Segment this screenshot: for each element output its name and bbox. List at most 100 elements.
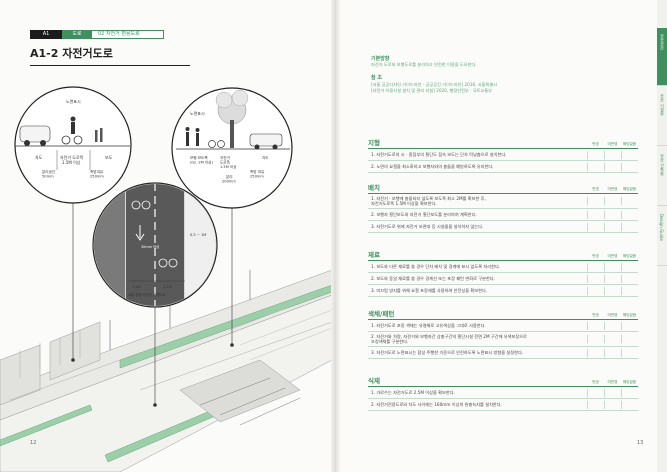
right-page-number: 13 [637, 440, 644, 446]
checkbox-cell[interactable] [587, 274, 604, 283]
checklist-cells [587, 162, 638, 171]
checklist-cells [587, 400, 638, 409]
checkbox-cell[interactable] [587, 400, 604, 409]
circle-section-center [92, 182, 218, 308]
checkbox-cell[interactable] [621, 400, 638, 409]
checkbox-cell[interactable] [621, 286, 638, 295]
breadcrumb-chapter[interactable]: A1 [30, 30, 62, 39]
checkbox-cell[interactable] [587, 150, 604, 159]
checkbox-cell[interactable] [604, 286, 621, 295]
checkbox-cell[interactable] [604, 150, 621, 159]
left-circle-label-road: 차도 [35, 154, 43, 160]
intro-text: 자전거 도로와 보행도로를 분리하고 안전한 이용을 도모한다. [371, 62, 477, 67]
checkbox-cell[interactable] [621, 321, 638, 330]
left-circle-top-label: 노면표시 [66, 98, 81, 104]
right-circle-top-text: 노면표시 [190, 110, 205, 116]
checkbox-cell[interactable] [604, 400, 621, 409]
column-header: 해당없음 [622, 142, 637, 146]
checkbox-cell[interactable] [604, 274, 621, 283]
column-header: 반영 [592, 313, 599, 317]
checklist-row-text: 3. 미끄럼 방지를 위해 요철 포장재를 사용하여 안전성을 확보한다. [371, 287, 488, 293]
breadcrumb-topic[interactable]: 02 자전거 편용도로 [92, 30, 164, 39]
center-circle-label-buffer: 0.5 ~ 1M [190, 233, 206, 237]
checkbox-cell[interactable] [587, 348, 604, 357]
checklist-cells [587, 348, 638, 357]
checklist-row: 3. 미끄럼 방지를 위해 요철 포장재를 사용하여 안전성을 확보한다. [368, 285, 638, 297]
breadcrumb-section[interactable]: 도로 [62, 30, 92, 39]
checkbox-cell[interactable] [621, 162, 638, 171]
checklist-row-text: 2. 보행자 횡단보도와 자전거 횡단보도를 분리하여 계획한다. [371, 211, 477, 217]
section-title: 지형 [368, 139, 380, 147]
checklist-row: 1. 자전거 · 보행에 충돌되지 않도록 보도폭 최소 2M를 확보한 후, … [368, 194, 638, 209]
checkbox-cell[interactable] [604, 197, 621, 205]
checklist-row: 1. 자전거도로의 시 · 종점부의 횡단도 접속 보도는 단차 턱낮춤으로 설… [368, 149, 638, 161]
page-title: A1-2 자전거도로 [30, 45, 190, 66]
checkbox-cell[interactable] [587, 210, 604, 219]
checkbox-cell[interactable] [604, 388, 621, 397]
side-tab-public-space[interactable]: 공공공간 [657, 28, 667, 86]
checkbox-cell[interactable] [604, 162, 621, 171]
side-tab-public-facilities[interactable]: 공공 시설물 [657, 88, 667, 146]
side-tabs: 공공공간 공공 시설물 공공 건축물 Design Guide [657, 0, 667, 472]
center-circle-label-30mm: 30mm 이상 [141, 244, 159, 249]
checkbox-cell[interactable] [621, 210, 638, 219]
checkbox-cell[interactable] [587, 262, 604, 271]
checkbox-cell[interactable] [587, 162, 604, 171]
checkbox-cell[interactable] [604, 348, 621, 357]
right-circle-label-walk: 보행 보도폭(Gs. 2M 이상) [190, 155, 213, 165]
left-circle-bikelane-line1: 자전거 도로폭 [60, 154, 84, 160]
checkbox-cell[interactable] [587, 321, 604, 330]
checklist-row: 3. 자전거도로 노면표시는 합성 주행한 기준으로 안전하도록 노면표시 방향… [368, 347, 638, 359]
side-tab-design-guide[interactable]: Design Guide [657, 208, 667, 266]
checkbox-cell[interactable] [621, 150, 638, 159]
page-gutter [331, 0, 341, 472]
checkbox-cell[interactable] [604, 335, 621, 343]
checkbox-cell[interactable] [587, 286, 604, 295]
checkbox-cell[interactable] [604, 262, 621, 271]
checklist-row: 2. 노면의 요철을 최소화하고 보행자와의 충돌을 예방하도록 유지한다. [368, 161, 638, 173]
side-tab-public-buildings[interactable]: 공공 건축물 [657, 148, 667, 206]
checkbox-cell[interactable] [621, 388, 638, 397]
checkbox-cell[interactable] [621, 348, 638, 357]
right-page: 기본방향 자전거 도로와 보행도로를 분리하고 안전한 이용을 도모한다. 참 … [341, 0, 667, 472]
checklist-row: 2. 보행자 횡단보도와 자전거 횡단보도를 분리하여 계획한다. [368, 209, 638, 221]
checklist-row-text: 3. 자전거도로 노면표시는 합성 주행한 기준으로 안전하도록 노면표시 방향… [371, 349, 524, 355]
checkbox-cell[interactable] [587, 222, 604, 231]
checklist-row-text: 2. 노면의 요철을 최소화하고 보행자와의 충돌을 예방하도록 유지한다. [371, 163, 494, 169]
checkbox-cell[interactable] [587, 335, 604, 343]
checkbox-cell[interactable] [587, 388, 604, 397]
checkbox-cell[interactable] [604, 222, 621, 231]
circle-section-left [14, 86, 132, 204]
checkbox-cell[interactable] [621, 262, 638, 271]
checklist-row-text: 1. 자전거도로 포장 색채는 유명해로 고유색상을 그대로 사용한다. [371, 322, 486, 328]
checkbox-cell[interactable] [604, 321, 621, 330]
checkbox-cell[interactable] [621, 197, 638, 205]
checkbox-cell[interactable] [587, 197, 604, 205]
checkbox-cell[interactable] [621, 335, 638, 343]
checklist-cells [587, 222, 638, 231]
column-header: 해당없음 [622, 187, 637, 191]
intro-heading: 기본방향 [371, 56, 390, 62]
checkbox-cell[interactable] [621, 222, 638, 231]
column-header: 미반영 [607, 187, 618, 191]
checklist-row: 3. 자전거도로 위에 자전거 보관대 등 시설물을 설치하지 않는다. [368, 221, 638, 233]
section-title: 배치 [368, 184, 380, 192]
right-circle-label-road-visible: 차도 [262, 155, 269, 160]
column-header: 미반영 [607, 380, 618, 384]
checkbox-cell[interactable] [604, 210, 621, 219]
checklist-row-text: 1. 가로수는 자전거도로 2.5M 이상을 확보한다. [371, 389, 455, 395]
checkbox-cell[interactable] [621, 274, 638, 283]
checklist-row-text: 2. 자전거전용도로와 차도 사이에는 160mm 이상의 완충녹지를 설치한다… [371, 401, 502, 407]
section-title: 식재 [368, 377, 380, 385]
